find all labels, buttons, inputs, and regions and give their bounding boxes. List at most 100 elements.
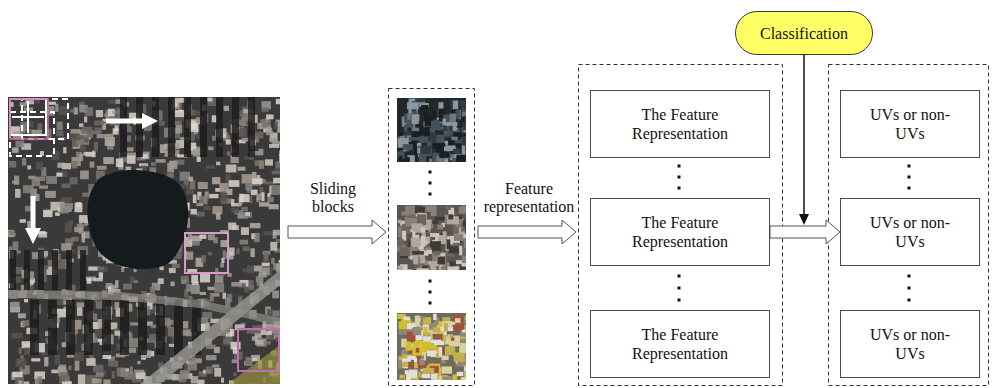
building <box>189 296 193 299</box>
patch-texture <box>444 158 449 162</box>
shadow <box>138 300 147 355</box>
patch-texture <box>459 343 466 354</box>
patch-texture <box>462 112 466 116</box>
image-patch <box>397 98 466 162</box>
patch-texture <box>398 266 403 270</box>
patch-texture <box>439 152 449 158</box>
patch-texture <box>433 327 441 332</box>
patch-texture <box>412 251 424 255</box>
dot <box>908 287 911 290</box>
building <box>22 158 26 166</box>
dot <box>908 275 911 278</box>
building <box>216 213 220 220</box>
building <box>94 314 97 317</box>
node-text: UVs or non-UVs <box>861 325 959 363</box>
patch-texture <box>433 221 438 224</box>
building <box>16 141 25 147</box>
patch-texture <box>416 348 419 353</box>
patch-texture <box>448 214 453 219</box>
image-ground <box>8 97 280 384</box>
dot <box>429 302 432 305</box>
patch-texture <box>432 127 442 130</box>
patch-texture <box>404 317 411 321</box>
building <box>191 376 198 383</box>
patch-texture <box>450 113 457 121</box>
shadow <box>24 250 30 290</box>
building <box>269 144 279 148</box>
building <box>187 269 197 272</box>
patch-texture <box>419 360 424 365</box>
building <box>86 152 95 157</box>
patch-texture <box>418 207 425 212</box>
building <box>269 204 279 209</box>
building <box>257 175 261 178</box>
building <box>207 287 215 291</box>
patch-texture <box>455 318 460 323</box>
building <box>273 178 280 184</box>
building <box>192 281 199 285</box>
building <box>97 166 107 170</box>
building <box>243 268 252 272</box>
building <box>240 194 250 202</box>
building <box>96 110 103 117</box>
arrow-label: Sliding blocks <box>297 180 369 216</box>
dot <box>429 171 432 174</box>
building <box>158 278 164 284</box>
building <box>87 278 92 283</box>
building <box>94 120 104 125</box>
building <box>223 250 226 259</box>
building <box>259 202 270 206</box>
building <box>231 282 242 287</box>
building <box>174 120 182 125</box>
patch-texture <box>405 206 415 215</box>
patch-texture <box>439 347 442 357</box>
building <box>168 327 175 337</box>
building <box>69 133 79 140</box>
building <box>252 178 263 184</box>
building <box>236 248 239 254</box>
patch-texture <box>408 269 412 270</box>
building <box>108 361 118 367</box>
dashed-column <box>579 65 783 386</box>
building <box>84 117 87 123</box>
building <box>227 151 231 156</box>
dot <box>678 275 681 278</box>
dot <box>678 187 681 190</box>
building <box>97 267 107 272</box>
building <box>190 180 195 189</box>
patch-texture <box>465 116 466 125</box>
building <box>13 241 19 250</box>
building <box>65 223 72 233</box>
building <box>224 106 229 111</box>
building <box>231 208 238 213</box>
patch-texture <box>411 380 418 381</box>
patch-texture <box>456 110 460 118</box>
building <box>208 98 216 106</box>
patch-texture <box>417 268 429 270</box>
building <box>57 171 67 177</box>
building <box>44 272 47 282</box>
text-holder: Classification <box>760 24 848 43</box>
building <box>137 361 140 364</box>
building <box>149 334 157 343</box>
building <box>246 330 255 334</box>
building <box>226 165 237 173</box>
patch-texture <box>443 322 448 331</box>
patch-texture <box>429 158 432 162</box>
building <box>196 203 203 206</box>
patch-texture <box>413 257 421 264</box>
shadow <box>66 300 75 355</box>
node-text: The Feature Representation <box>611 213 749 251</box>
result-box: UVs or non-UVs <box>840 310 980 378</box>
building <box>144 127 151 131</box>
building <box>51 370 58 374</box>
patch-texture <box>461 377 466 380</box>
text-holder: The Feature Representation <box>611 105 749 143</box>
patch-texture <box>453 149 462 154</box>
patch-texture <box>412 347 422 355</box>
building <box>164 151 168 157</box>
building <box>204 206 211 211</box>
patch-texture <box>405 157 409 162</box>
patch-texture <box>421 146 431 154</box>
building <box>86 358 95 366</box>
